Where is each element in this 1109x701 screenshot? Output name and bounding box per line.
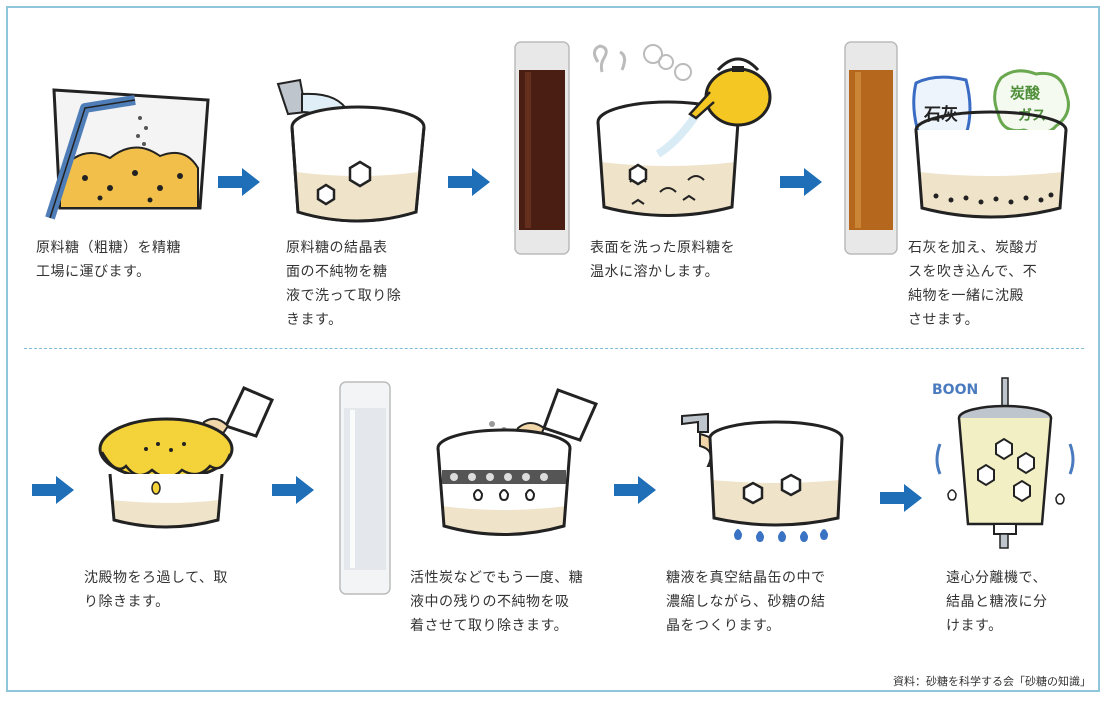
source-note: 資料：砂糖を科学する会「砂糖の知識」 bbox=[893, 675, 1091, 688]
activated-carbon-bowl-illustration bbox=[432, 378, 602, 543]
step-1-caption: 原料糖（粗糖）を精糖 工場に運びます。 bbox=[36, 240, 181, 280]
dark-syrup-test-tube bbox=[513, 40, 571, 256]
co2-label-line1: 炭酸 bbox=[1010, 84, 1041, 102]
centrifuge-illustration: BOON bbox=[930, 374, 1080, 554]
step-5-caption: 沈殿物をろ過して、取 り除きます。 bbox=[84, 570, 228, 610]
arrow-right-icon bbox=[878, 482, 924, 514]
step-6-caption: 活性炭などでもう一度、糖 液中の残りの不純物を吸 着させて取り除きます。 bbox=[410, 570, 584, 634]
arrow-right-icon bbox=[446, 166, 492, 198]
step-8-caption: 遠心分離機で、 結晶と糖液に分 けます。 bbox=[946, 570, 1048, 634]
raw-sugar-hopper-illustration bbox=[40, 78, 220, 223]
clear-syrup-test-tube bbox=[338, 380, 392, 596]
step-7-caption: 糖液を真空結晶缶の中で 濃縮しながら、砂糖の結 晶をつくります。 bbox=[666, 570, 826, 634]
dissolving-bowl-illustration bbox=[588, 42, 778, 227]
washing-bowl-illustration bbox=[276, 72, 428, 227]
filtration-bowl-illustration bbox=[96, 374, 276, 534]
arrow-right-icon bbox=[30, 474, 76, 506]
lime-co2-bowl-illustration: 石灰 炭酸 ガス bbox=[906, 68, 1076, 228]
step-4-caption: 石灰を加え、炭酸ガ スを吹き込んで、不 純物を一緒に沈殿 させます。 bbox=[908, 240, 1039, 328]
arrow-right-icon bbox=[612, 474, 658, 506]
arrow-right-icon bbox=[270, 474, 316, 506]
vacuum-crystallizer-illustration bbox=[678, 406, 853, 551]
row-divider bbox=[24, 348, 1084, 349]
arrow-right-icon bbox=[778, 166, 824, 198]
boon-label: BOON bbox=[932, 382, 978, 398]
step-3-caption: 表面を洗った原料糖を 温水に溶かします。 bbox=[590, 240, 735, 280]
arrow-right-icon bbox=[216, 166, 262, 198]
step-2-caption: 原料糖の結晶表 面の不純物を糖 液で洗って取り除 きます。 bbox=[286, 240, 402, 328]
amber-syrup-test-tube bbox=[843, 40, 899, 256]
